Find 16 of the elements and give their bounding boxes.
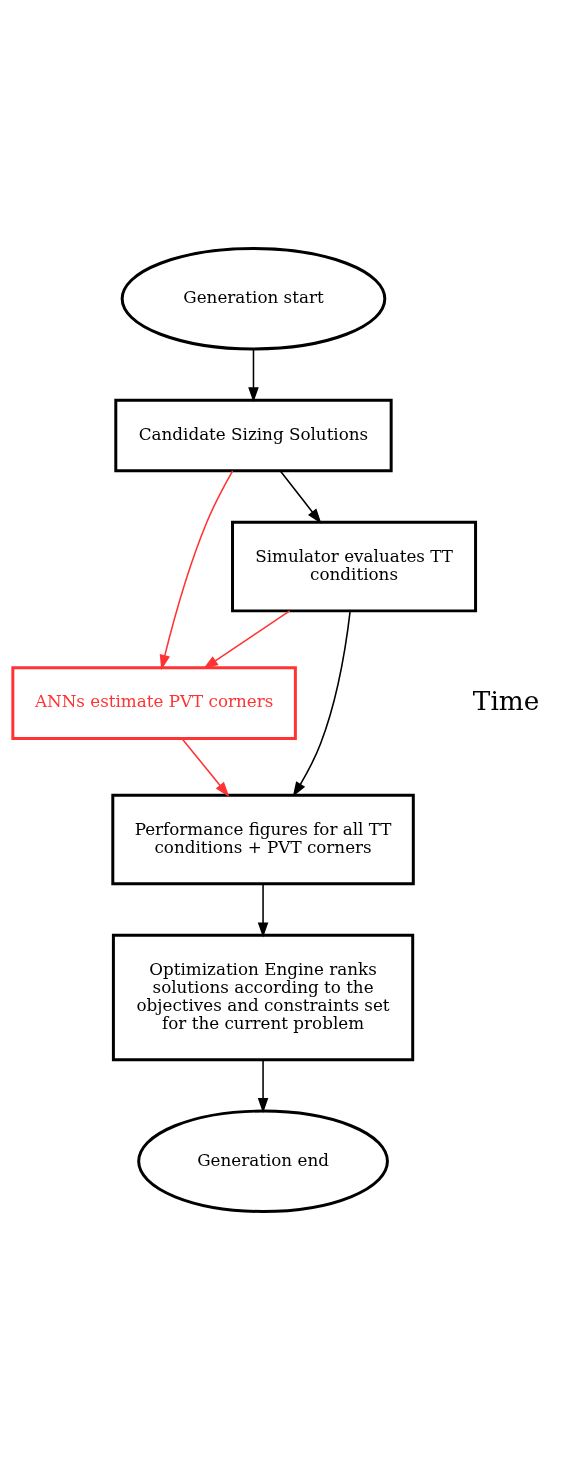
arrow	[292, 609, 351, 797]
arrow	[181, 737, 230, 797]
label: Time	[472, 685, 540, 716]
arrow	[203, 609, 291, 669]
arrow	[257, 1058, 269, 1113]
node-ellipse: Generation end	[137, 1109, 389, 1213]
node-ellipse: Generation start	[120, 246, 387, 350]
arrow	[257, 882, 269, 938]
node-box: Candidate Sizing Solutions	[114, 398, 393, 472]
node-box: Optimization Engine ranks solutions according to the objectives and constraints set for the current problem	[111, 933, 415, 1061]
node-box: ANNs estimate PVT corners	[11, 665, 297, 740]
node-box: Performance figures for all TT conditions + PVT corners	[111, 793, 415, 885]
arrow	[159, 469, 234, 670]
arrow	[248, 347, 259, 402]
arrow	[279, 469, 322, 524]
node-box: Simulator evaluates TT conditions	[231, 520, 478, 612]
